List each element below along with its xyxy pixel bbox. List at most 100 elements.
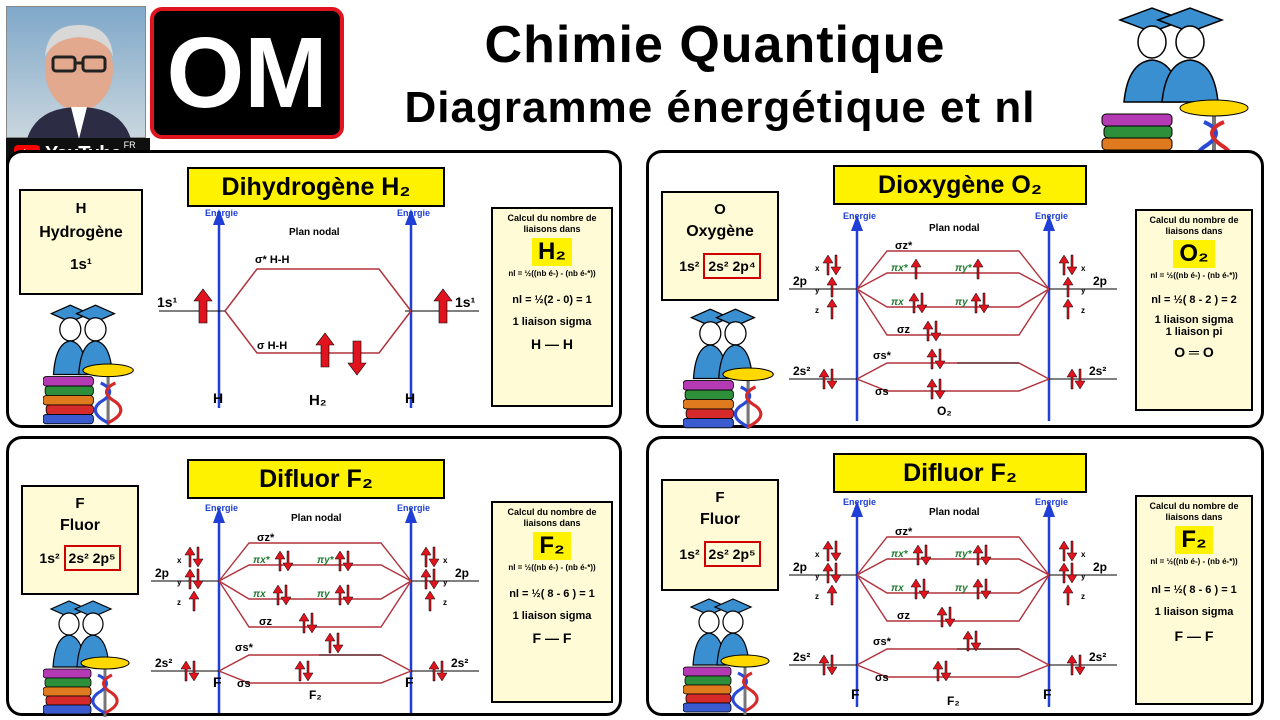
- spin-down-arrow: [347, 340, 367, 376]
- calc-molecule: F₂: [533, 532, 571, 560]
- calc-box: Calcul du nombre de liaisons dans F₂ nl …: [491, 501, 613, 703]
- element-card: H Hydrogène 1s¹: [19, 189, 143, 295]
- element-card: F Fluor 1s² 2s² 2p⁵: [21, 485, 139, 595]
- bond-formula: H — H: [531, 336, 573, 352]
- element-name: Fluor: [700, 511, 740, 528]
- calc-box: Calcul du nombre de liaisons dans H₂ nl …: [491, 207, 613, 407]
- energy-label-right: Energie: [1035, 497, 1068, 507]
- plan-nodal-label: Plan nodal: [929, 507, 980, 518]
- molecule-label: F₂: [309, 688, 322, 702]
- element-config-valence: 2s² 2p⁵: [703, 541, 761, 567]
- element-config-core: 1s²: [39, 550, 60, 566]
- electron-arrows: [818, 540, 1086, 682]
- graduates-icon: [683, 597, 771, 715]
- energy-label-left: Energie: [843, 497, 876, 507]
- panel-f2-left: Difluor F₂ F Fluor 1s² 2s² 2p⁵ Energie E…: [6, 436, 622, 717]
- om-logo-text: OM: [166, 17, 328, 129]
- mo-diagram-h2: Energie Energie Plan nodal 1s¹ 1s¹ σ* H-…: [157, 208, 479, 409]
- atom-left: F: [213, 674, 222, 690]
- bond-formula: F — F: [1174, 628, 1214, 644]
- page-subtitle: Diagramme énergétique et nl: [404, 83, 1036, 132]
- atom-right: F: [1043, 686, 1052, 702]
- panel-title: Difluor F₂: [833, 453, 1087, 493]
- calc-molecule: F₂: [1175, 526, 1213, 554]
- graduates-icon: [43, 599, 131, 717]
- energy-label-left: Energie: [205, 208, 238, 218]
- mo-diagram-f2: Energie Energie Plan nodal F F F₂: [149, 503, 481, 713]
- electron-arrows: [180, 546, 448, 682]
- nl-formula: nl = ½((nb é-) - (nb é-*)): [508, 269, 596, 278]
- nl-result: nl = ½(2 - 0) = 1: [512, 294, 592, 306]
- nl-result: nl = ½( 8 - 6 ) = 1: [509, 588, 595, 600]
- element-name: Hydrogène: [39, 224, 123, 241]
- plan-nodal-label: Plan nodal: [289, 227, 340, 238]
- panel-title: Difluor F₂: [187, 459, 445, 499]
- element-name: Oxygène: [686, 223, 754, 240]
- panel-f2-right: Difluor F₂ F Fluor 1s² 2s² 2p⁵ Energie E…: [646, 436, 1264, 716]
- element-symbol: H: [75, 200, 87, 217]
- energy-label-right: Energie: [397, 208, 430, 218]
- element-card: F Fluor 1s² 2s² 2p⁵: [661, 479, 779, 591]
- panel-h2: Dihydrogène H₂ H Hydrogène 1s¹ Energie E…: [6, 150, 622, 428]
- molecule-label: F₂: [947, 694, 960, 707]
- nl-result: nl = ½( 8 - 6 ) = 1: [1151, 584, 1237, 596]
- youtube-region: FR: [123, 140, 136, 150]
- atom-left: F: [851, 686, 860, 702]
- energy-label-right: Energie: [1035, 211, 1068, 221]
- mo-diagram-f2: Energie Energie Plan nodal F F F₂: [787, 497, 1119, 707]
- element-symbol: O: [714, 201, 726, 218]
- person-icon: [27, 25, 131, 139]
- nl-formula: nl = ½((nb é-) - (nb é-*)): [1150, 271, 1238, 280]
- bond-formula: F — F: [532, 630, 572, 646]
- spin-up-arrow: [315, 332, 335, 368]
- element-name: Fluor: [60, 517, 100, 534]
- bond-type: 1 liaison sigma: [1154, 606, 1234, 618]
- spin-up-arrow: [193, 288, 213, 324]
- element-config: 1s¹: [70, 256, 92, 273]
- calc-title: Calcul du nombre de liaisons dans: [1149, 501, 1239, 522]
- graduates-icon: [683, 307, 775, 429]
- energy-label-left: Energie: [843, 211, 876, 221]
- orbital-1s-left: 1s¹: [157, 294, 178, 310]
- calc-molecule: H₂: [532, 238, 572, 266]
- plan-nodal-label: Plan nodal: [929, 223, 980, 234]
- om-logo: OM: [150, 7, 344, 139]
- calc-title: Calcul du nombre de liaisons dans: [1149, 215, 1239, 236]
- atom-right: H: [405, 390, 415, 406]
- nl-result: nl = ½( 8 - 2 ) = 2: [1151, 294, 1237, 306]
- panel-title: Dihydrogène H₂: [187, 167, 445, 207]
- element-config-core: 1s²: [679, 258, 700, 274]
- panel-o2: Dioxygène O₂ O Oxygène 1s² 2s² 2p⁴ Energ…: [646, 150, 1264, 429]
- sigma-label: σ H-H: [257, 340, 287, 352]
- atom-left: H: [213, 390, 223, 406]
- bond-formula: O ═ O: [1174, 344, 1214, 360]
- element-symbol: F: [715, 489, 725, 506]
- nl-formula: nl = ½((nb é-) - (nb é-*)): [508, 563, 596, 572]
- graduates-icon: [43, 303, 135, 425]
- calc-molecule: O₂: [1173, 240, 1215, 268]
- calc-box: Calcul du nombre de liaisons dans O₂ nl …: [1135, 209, 1253, 411]
- molecule-label: O₂: [937, 404, 952, 418]
- page-title: Chimie Quantique: [484, 16, 946, 74]
- mo-diagram-o2: Energie Energie Plan nodal O O O₂: [787, 211, 1119, 421]
- sigma-star-label: σ* H-H: [255, 254, 289, 266]
- bond-type: 1 liaison sigma: [512, 316, 592, 328]
- bond-type: 1 liaison sigma: [512, 610, 592, 622]
- energy-label-right: Energie: [397, 503, 430, 513]
- panel-title: Dioxygène O₂: [833, 165, 1087, 205]
- energy-label-left: Energie: [205, 503, 238, 513]
- nl-formula: nl = ½((nb é-) - (nb é-*)): [1150, 557, 1238, 566]
- molecule-label: H₂: [309, 392, 327, 409]
- bond-type: 1 liaison sigma: [1154, 314, 1234, 326]
- calc-title: Calcul du nombre de liaisons dans: [507, 213, 597, 234]
- orbital-1s-right: 1s¹: [455, 294, 476, 310]
- element-card: O Oxygène 1s² 2s² 2p⁴: [661, 191, 779, 301]
- element-config-valence: 2s² 2p⁵: [63, 545, 121, 571]
- element-symbol: F: [75, 495, 85, 512]
- calc-box: Calcul du nombre de liaisons dans F₂ nl …: [1135, 495, 1253, 705]
- bond-type-2: 1 liaison pi: [1165, 326, 1223, 338]
- plan-nodal-label: Plan nodal: [291, 513, 342, 524]
- calc-title: Calcul du nombre de liaisons dans: [507, 507, 597, 528]
- author-photo: [6, 6, 146, 139]
- atom-right: F: [405, 674, 414, 690]
